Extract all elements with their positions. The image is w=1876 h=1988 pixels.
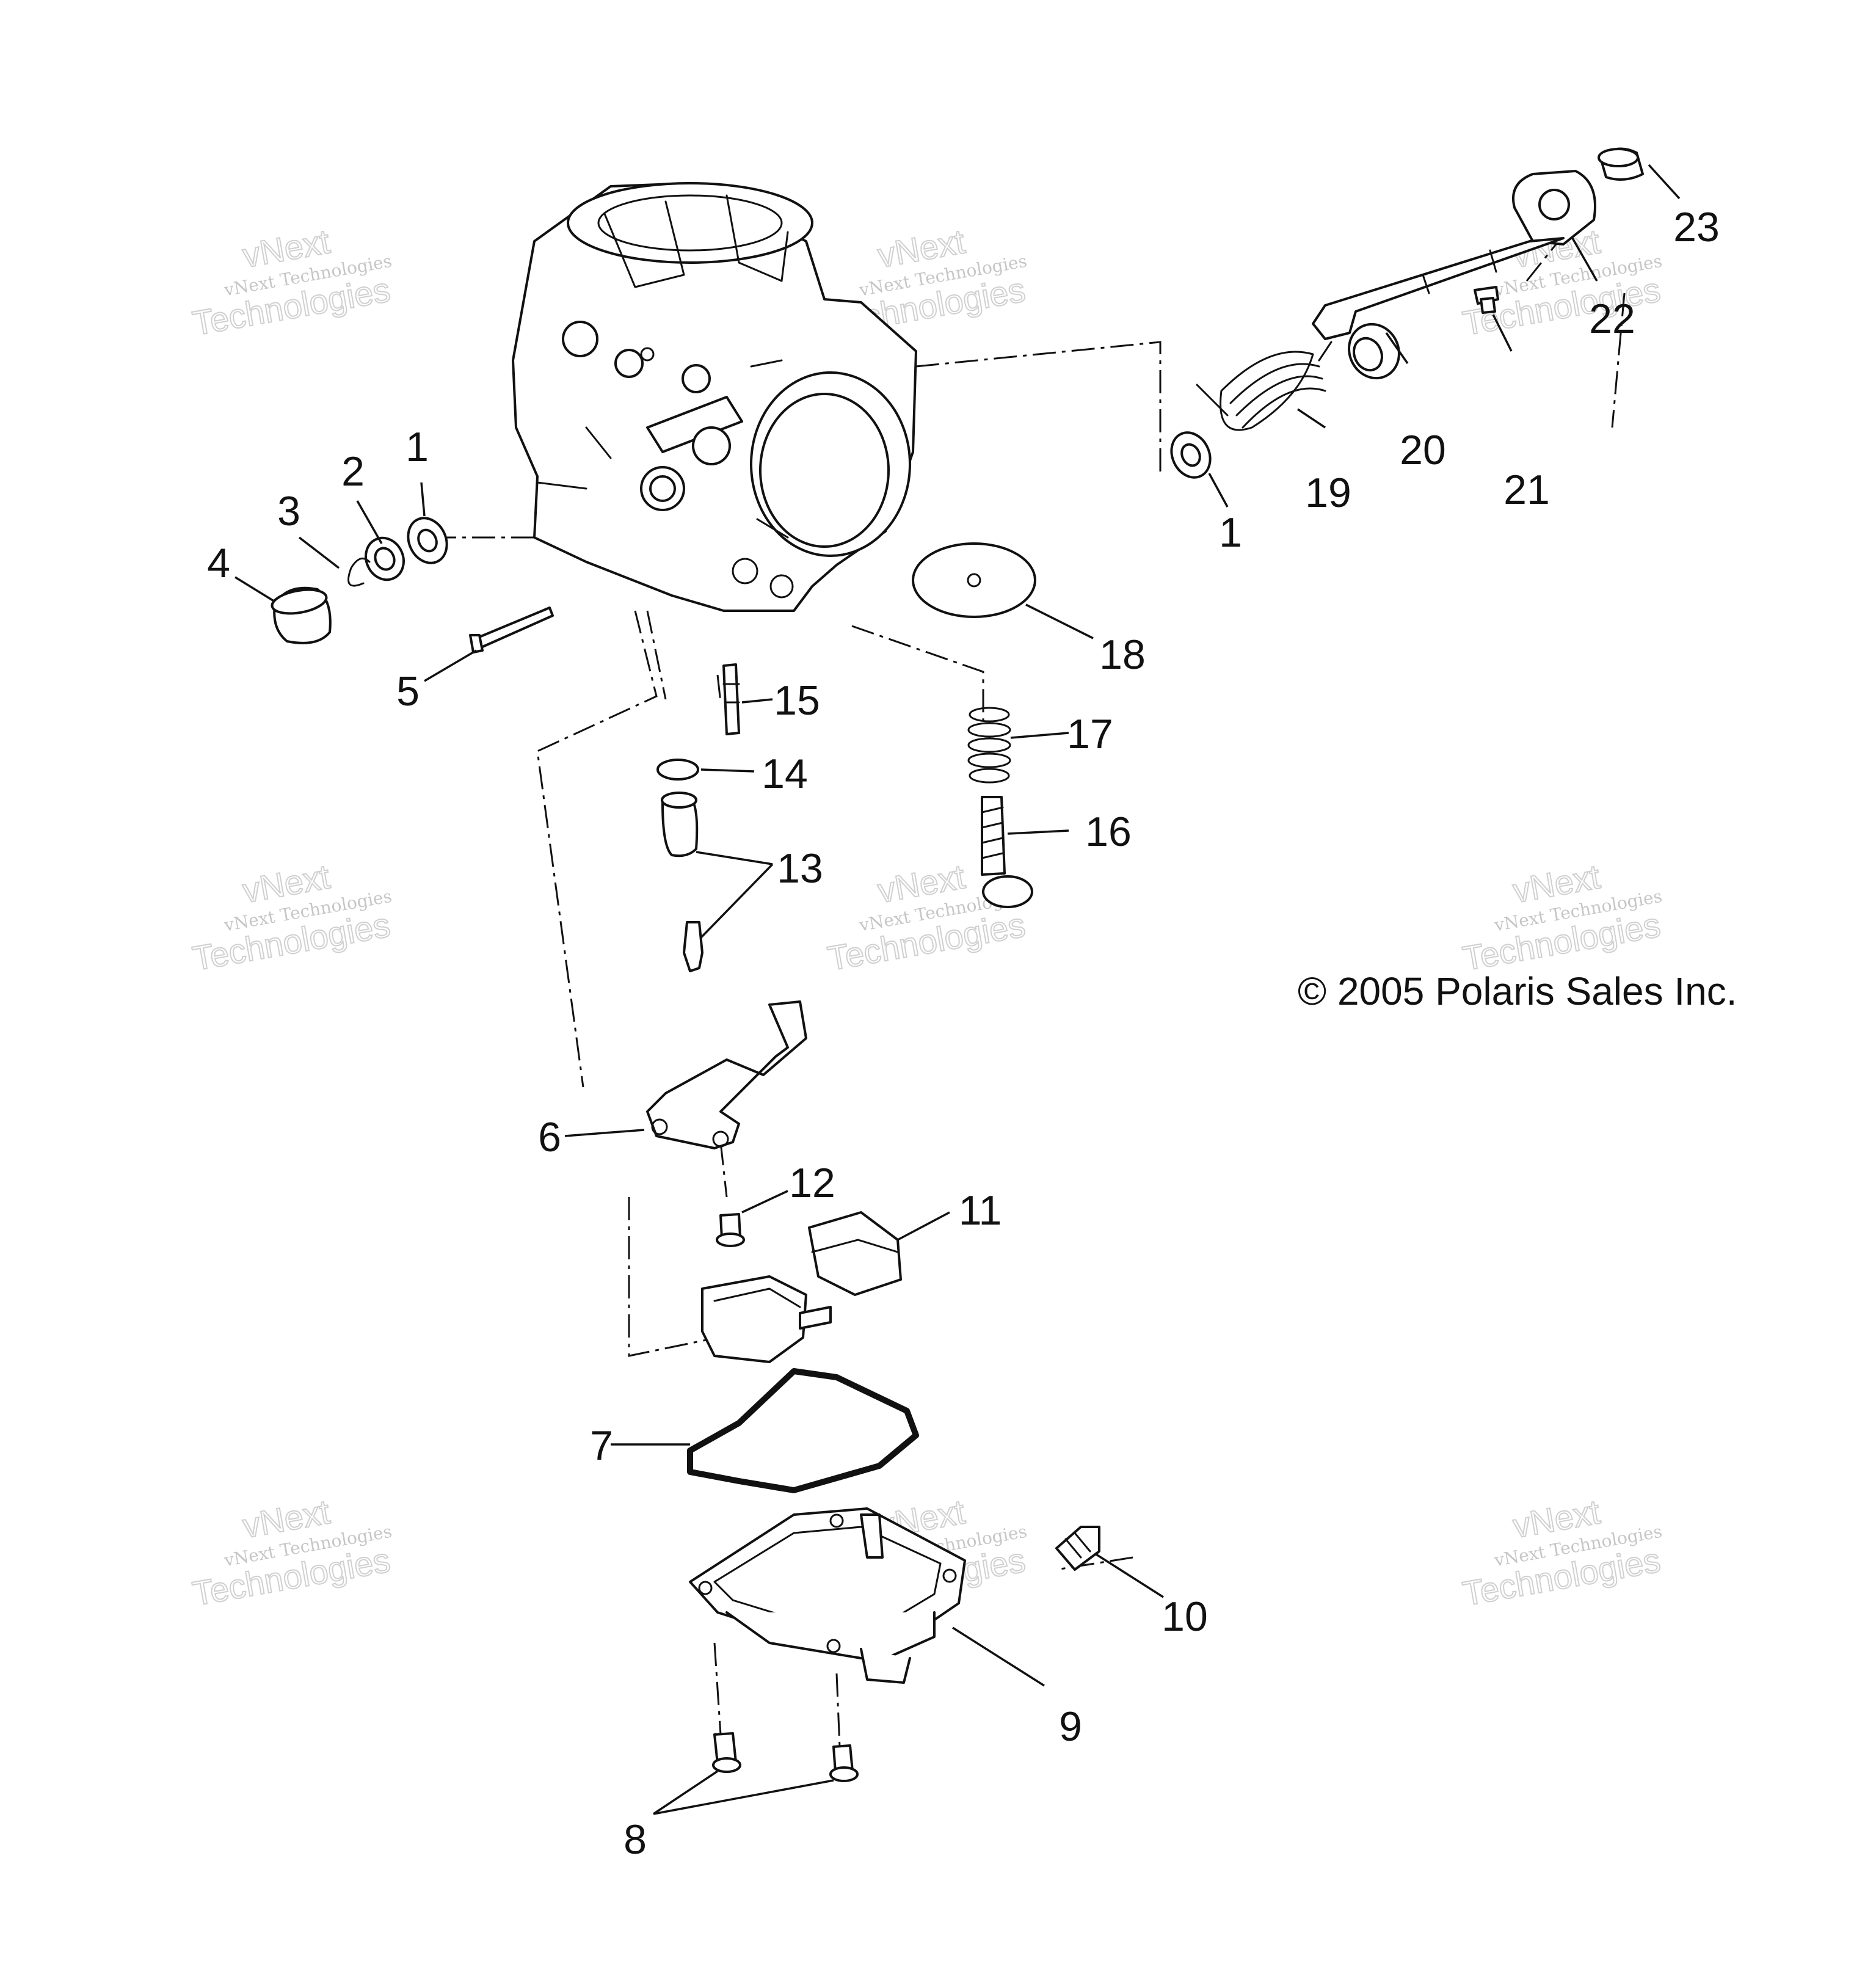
part-19-spring <box>1196 341 1332 431</box>
part-5-pin <box>469 606 554 654</box>
part-4-cap <box>271 586 332 644</box>
part-7-gasket <box>687 1368 919 1493</box>
part-1-washer-right <box>1170 431 1212 479</box>
callout-labels: 1 2 3 4 5 15 14 13 17 16 18 19 20 21 22 … <box>207 204 1720 1863</box>
part-1-washer-left <box>407 517 448 564</box>
callout-11: 11 <box>959 1187 1002 1234</box>
part-10-drain-screw <box>1055 1526 1100 1571</box>
part-6-bracket <box>646 1000 807 1149</box>
part-17-spring <box>967 707 1011 784</box>
callout-2: 2 <box>341 448 365 495</box>
callout-1-right: 1 <box>1219 509 1242 556</box>
part-23-cap <box>1598 147 1644 181</box>
part-13-needle-valve <box>661 792 704 972</box>
callout-8: 8 <box>624 1816 647 1863</box>
part-9-float-bowl <box>689 1507 966 1684</box>
callout-4: 4 <box>207 540 230 586</box>
callout-23: 23 <box>1673 204 1720 250</box>
part-18-plate <box>912 542 1036 618</box>
watermark-ml: vNext vNext Technologies Technologies <box>189 856 394 978</box>
leader-lines <box>234 164 1681 1815</box>
part-3-clip <box>347 557 371 587</box>
part-14-oring <box>656 759 699 781</box>
part-8-screw-left <box>712 1732 741 1773</box>
callout-13: 13 <box>777 845 823 892</box>
callout-12: 12 <box>789 1160 835 1206</box>
part-16-screw <box>981 796 1033 908</box>
part-21-screw <box>1474 286 1499 314</box>
part-22-shaft <box>1312 170 1596 340</box>
callout-19: 19 <box>1305 470 1351 516</box>
watermark-tc: vNext vNext Technologies Technologies <box>824 221 1029 343</box>
assembly-lines <box>437 235 1626 1747</box>
callout-20: 20 <box>1400 427 1446 473</box>
callout-22: 22 <box>1589 296 1635 342</box>
part-11-float <box>701 1211 902 1363</box>
part-2-washer <box>365 536 405 581</box>
callout-17: 17 <box>1067 711 1113 757</box>
carburetor-body <box>512 182 917 612</box>
watermark-bl: vNext vNext Technologies Technologies <box>189 1491 394 1614</box>
callout-3: 3 <box>277 488 300 534</box>
part-20-bushing <box>1348 322 1400 380</box>
part-15-jet <box>722 663 740 735</box>
copyright-text: © 2005 Polaris Sales Inc. <box>1298 969 1737 1013</box>
part-12-screw <box>716 1213 745 1247</box>
watermark-tl: vNext vNext Technologies Technologies <box>189 221 394 343</box>
part-8-screw-right <box>829 1744 859 1782</box>
callout-15: 15 <box>774 677 820 724</box>
callout-7: 7 <box>590 1422 613 1469</box>
callout-1-left: 1 <box>405 424 429 470</box>
callout-9: 9 <box>1059 1703 1082 1750</box>
watermark-mr: vNext vNext Technologies Technologies <box>1460 856 1664 978</box>
watermark-br: vNext vNext Technologies Technologies <box>1460 1491 1664 1614</box>
callout-5: 5 <box>396 668 420 715</box>
callout-18: 18 <box>1099 632 1146 678</box>
callout-6: 6 <box>538 1114 561 1160</box>
callout-21: 21 <box>1503 467 1550 513</box>
callout-16: 16 <box>1085 809 1132 855</box>
callout-14: 14 <box>762 751 808 797</box>
callout-10: 10 <box>1162 1593 1208 1640</box>
